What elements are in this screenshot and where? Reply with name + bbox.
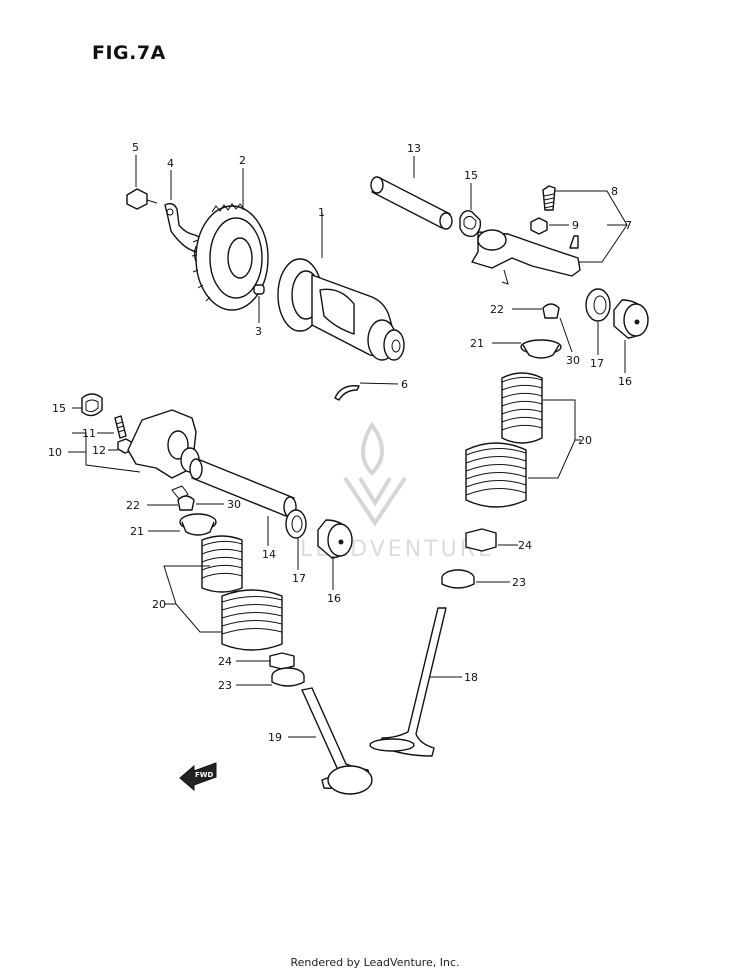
part-bolt-5 (126, 188, 158, 210)
callout-15-left: 15 (52, 402, 66, 415)
callout-22-right: 22 (490, 303, 504, 316)
callout-2: 2 (239, 154, 246, 167)
fwd-arrow-icon: FWD (179, 762, 217, 792)
part-valve-19 (301, 687, 373, 795)
callout-17-left: 17 (292, 572, 306, 585)
callout-21-left: 21 (130, 525, 144, 538)
callout-15-upper: 15 (464, 169, 478, 182)
part-rocker-shaft-13 (370, 176, 453, 230)
callout-6: 6 (401, 378, 408, 391)
callout-30-left: 30 (227, 498, 241, 511)
part-valve-springs-20-left (201, 535, 283, 651)
part-washer-23-right (441, 569, 475, 589)
callout-14: 14 (262, 548, 276, 561)
part-seal-17-right (585, 288, 611, 322)
callout-8: 8 (611, 185, 618, 198)
leader-lines (68, 155, 628, 738)
part-cap-16-right (613, 299, 649, 339)
part-sprocket-2 (191, 203, 269, 311)
callout-16-right: 16 (618, 375, 632, 388)
callout-11: 11 (82, 427, 96, 440)
callout-23-right: 23 (512, 576, 526, 589)
callout-16-left: 16 (327, 592, 341, 605)
part-clip-6 (334, 385, 360, 401)
callout-24-left: 24 (218, 655, 232, 668)
callout-20-left: 20 (152, 598, 166, 611)
part-cotter-22-right (542, 303, 560, 319)
callout-20-right: 20 (578, 434, 592, 447)
callout-12: 12 (92, 444, 106, 457)
part-valve-18 (369, 607, 447, 757)
part-seat-24-right (465, 528, 497, 552)
figure-title: FIG.7A (92, 42, 166, 64)
callout-23-left: 23 (218, 679, 232, 692)
part-seat-24-left (269, 652, 295, 670)
callout-labels: 5 4 2 1 3 6 13 15 8 9 7 22 30 21 17 16 2… (48, 141, 632, 744)
part-washer-23-left (271, 667, 305, 687)
callout-18: 18 (464, 671, 478, 684)
part-rocker-arm-7 (471, 229, 581, 285)
callout-5: 5 (132, 141, 139, 154)
part-oring-15-left (81, 393, 103, 417)
callout-22-left: 22 (126, 499, 140, 512)
callout-13: 13 (407, 142, 421, 155)
footer-credit: Rendered by LeadVenture, Inc. (290, 956, 460, 969)
part-seal-17-left (285, 509, 307, 539)
part-nut-9 (530, 217, 548, 235)
fwd-label: FWD (195, 771, 214, 779)
parts-diagram: LEADVENTURE (48, 141, 649, 795)
part-camshaft-1 (277, 258, 405, 361)
callout-17-right: 17 (590, 357, 604, 370)
callout-30-right: 30 (566, 354, 580, 367)
part-retainer-21-right (520, 339, 562, 359)
part-rocker-arm-10 (127, 409, 200, 501)
callout-19: 19 (268, 731, 282, 744)
callout-4: 4 (167, 157, 174, 170)
part-adjust-screw-8 (542, 185, 556, 211)
callout-21-right: 21 (470, 337, 484, 350)
part-cap-16-left (317, 519, 353, 559)
callout-10: 10 (48, 446, 62, 459)
part-adjust-screw-11 (114, 415, 127, 439)
callout-9: 9 (572, 219, 579, 232)
part-rocker-shaft-14 (189, 458, 297, 518)
callout-24-right: 24 (518, 539, 532, 552)
part-valve-springs-20-right (465, 372, 543, 508)
part-oring-15-upper (459, 210, 482, 238)
callout-1: 1 (318, 206, 325, 219)
part-cotter-22-left (177, 495, 195, 511)
part-pin-3 (253, 284, 265, 295)
callout-3: 3 (255, 325, 262, 338)
callout-7: 7 (625, 219, 632, 232)
part-retainer-21-left (179, 513, 217, 536)
